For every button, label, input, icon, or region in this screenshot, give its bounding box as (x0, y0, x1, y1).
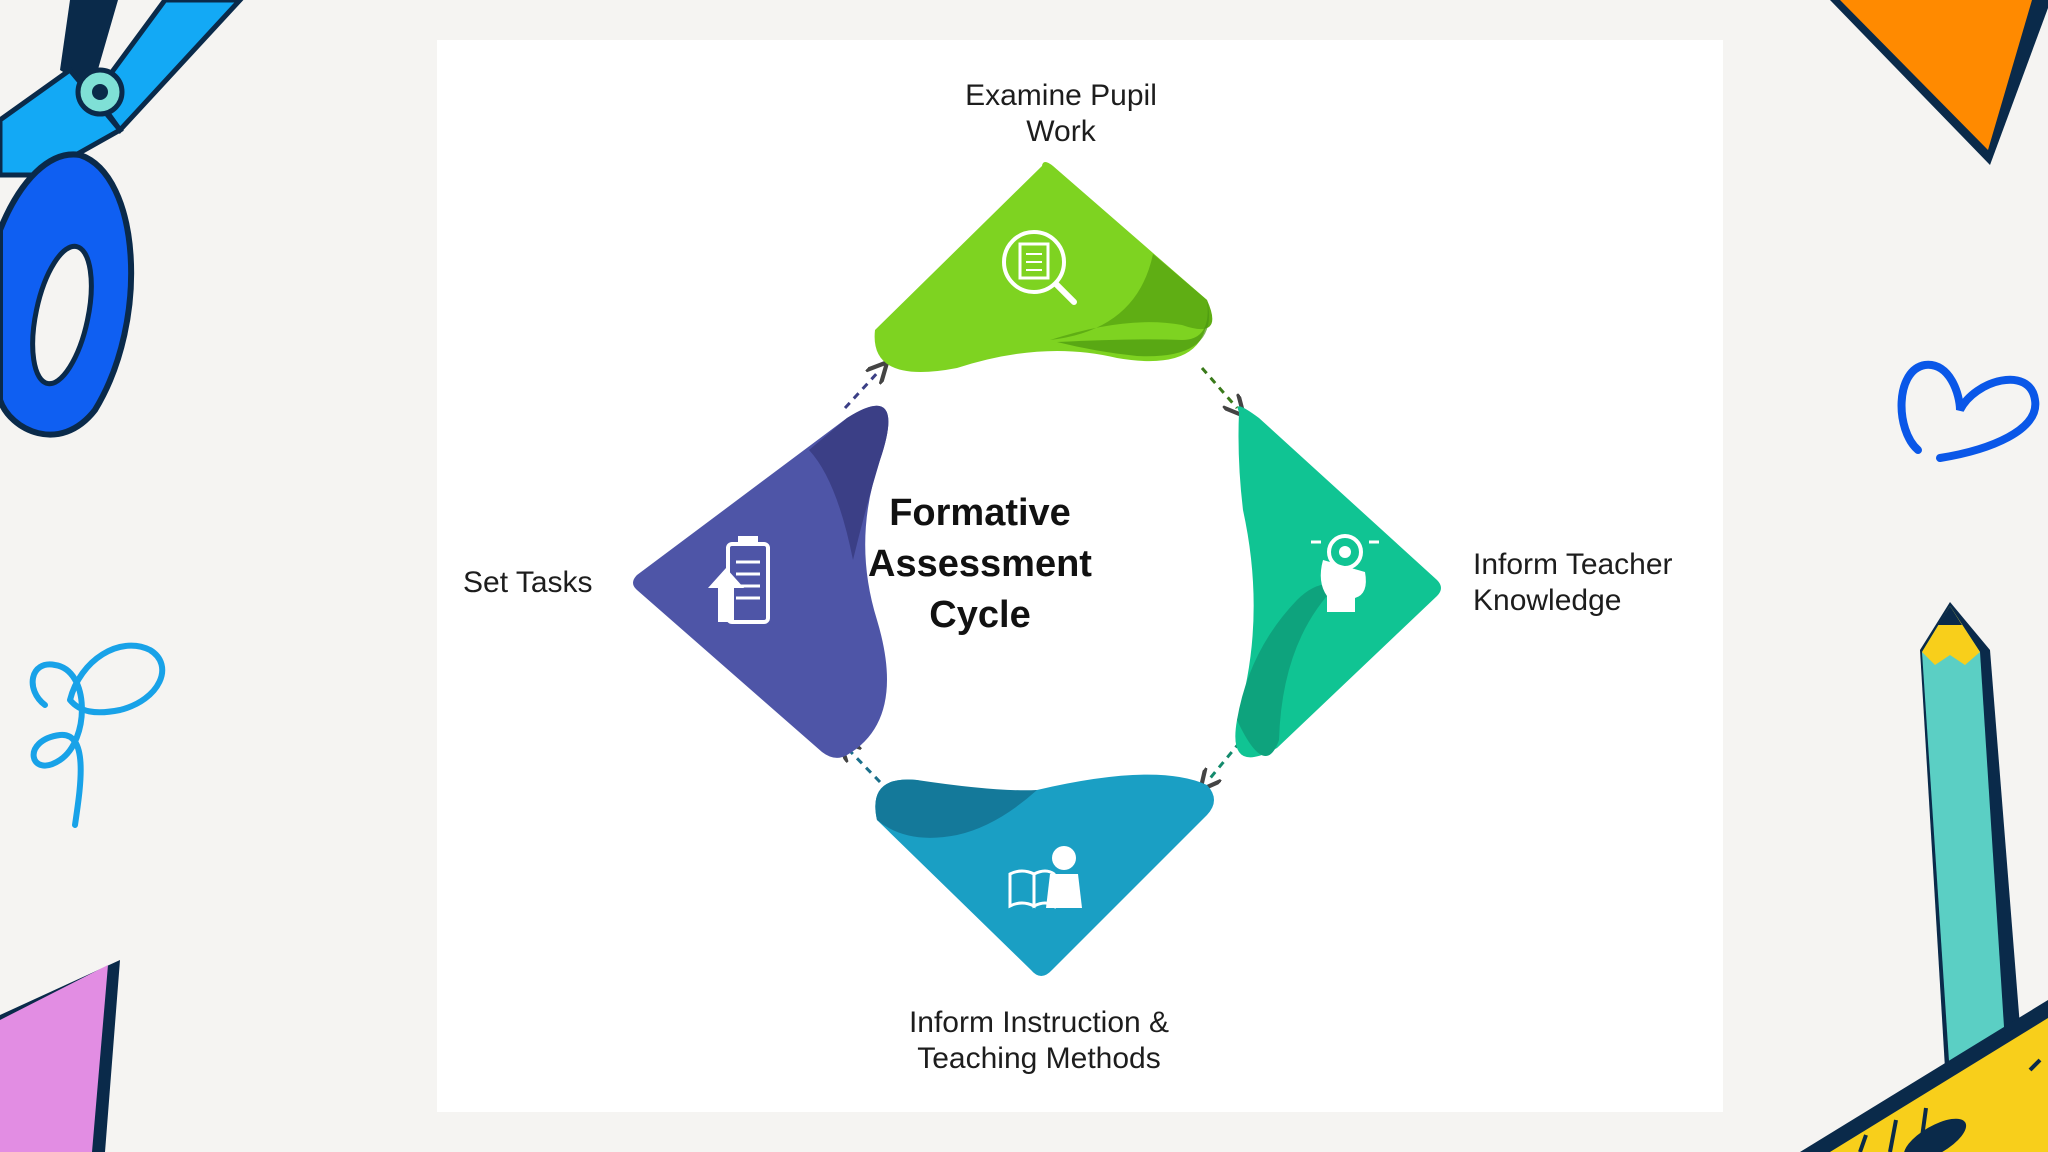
pink-triangle-decoration (0, 960, 120, 1152)
orange-triangle-decoration (1830, 0, 2048, 165)
head-gear-icon (1311, 534, 1379, 612)
heart-doodle-icon (1897, 360, 2040, 462)
ruler-icon (1800, 1000, 2048, 1152)
squiggle-doodle-icon (29, 642, 166, 828)
diagram-title: Formative Assessment Cycle (868, 492, 1092, 636)
clipboard-upload-icon (708, 536, 770, 624)
connector-arrow-4 (843, 370, 880, 410)
connector-arrow-2 (1207, 741, 1242, 782)
step-label-inform-teacher-knowledge: Inform Teacher Knowledge (1473, 548, 1673, 617)
pencil-icon (1920, 602, 2030, 1152)
cycle-diagram (633, 162, 1441, 976)
scissors-icon (0, 0, 244, 438)
step-label-inform-instruction: Inform Instruction & Teaching Methods (908, 1006, 1170, 1075)
examine-pupil-work-shape (874, 162, 1213, 373)
diagram-card: Formative Assessment Cycle Examine Pupil… (437, 40, 1723, 1112)
set-tasks-shape (633, 405, 889, 758)
step-label-examine-pupil-work: Examine Pupil Work (965, 79, 1157, 148)
connector-arrow-1 (1200, 367, 1237, 408)
reading-person-icon (1008, 846, 1082, 909)
connector-arrow-3 (847, 748, 882, 784)
step-label-set-tasks: Set Tasks (463, 566, 593, 599)
inform-instruction-shape (875, 774, 1214, 976)
magnifier-document-icon (1002, 230, 1077, 305)
